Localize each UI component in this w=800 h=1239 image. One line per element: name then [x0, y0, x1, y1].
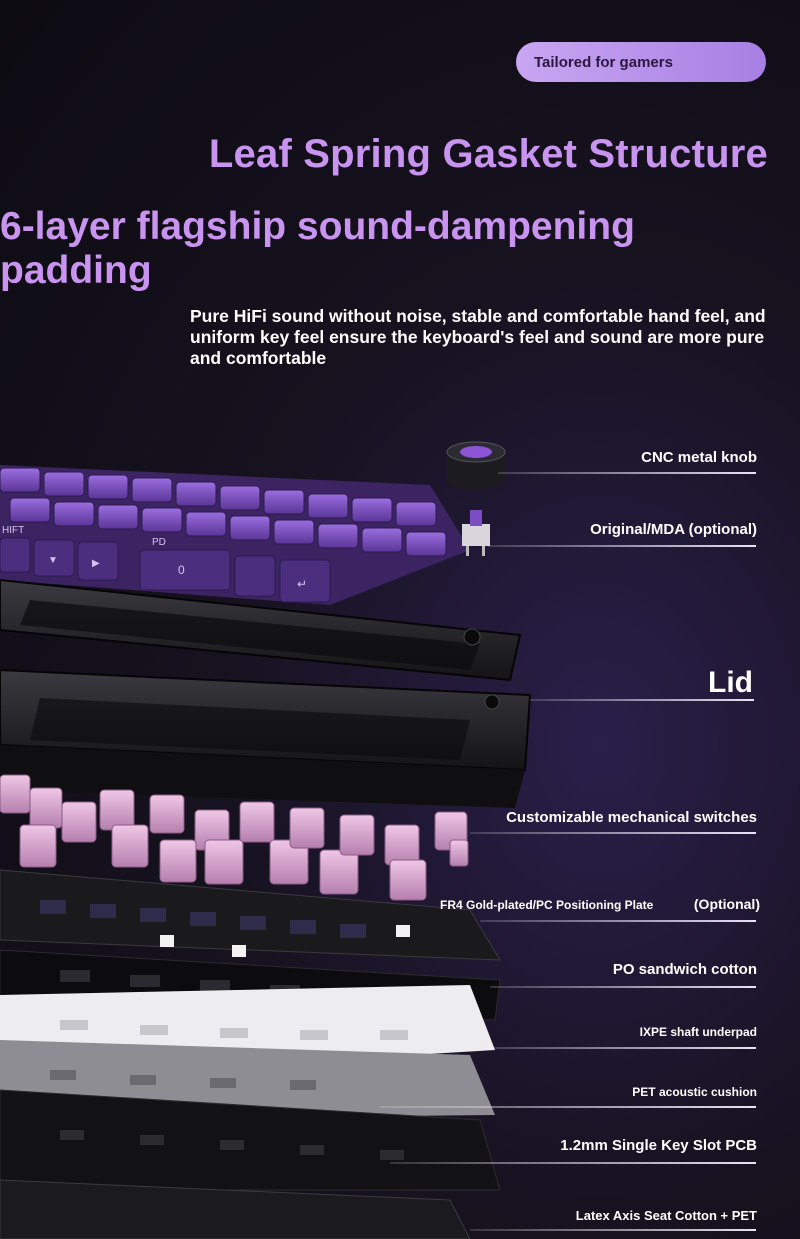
- subheadline: 6-layer flagship sound-dampening padding: [0, 205, 635, 292]
- label-latex: Latex Axis Seat Cotton + PET: [575, 1208, 757, 1223]
- zero-legend: 0: [178, 563, 185, 577]
- leader-po-cotton: [490, 986, 756, 988]
- pd-legend: PD: [152, 537, 166, 548]
- leader-plate: [480, 920, 756, 922]
- leader-knob: [498, 472, 756, 474]
- knob-illustration: [446, 441, 506, 490]
- label-keycaps: Original/MDA (optional): [590, 521, 757, 538]
- label-ixpe: IXPE shaft underpad: [639, 1025, 757, 1039]
- down-legend: ▼: [48, 555, 58, 566]
- right-legend: ▶: [92, 558, 100, 569]
- leader-lid: [530, 699, 754, 701]
- label-pcb: 1.2mm Single Key Slot PCB: [560, 1137, 757, 1154]
- tagline-badge: Tailored for gamers: [516, 42, 766, 82]
- leader-pcb: [390, 1162, 756, 1164]
- label-knob: CNC metal knob: [641, 449, 757, 466]
- label-switches: Customizable mechanical switches: [506, 809, 757, 826]
- label-plate: FR4 Gold-plated/PC Positioning Plate: [440, 898, 654, 912]
- positioning-plate: [0, 869, 501, 961]
- leader-latex: [470, 1229, 756, 1231]
- leader-ixpe: [485, 1047, 756, 1049]
- label-pet: PET acoustic cushion: [632, 1085, 757, 1099]
- switch-detail: [462, 510, 490, 556]
- description: Pure HiFi sound without noise, stable an…: [190, 306, 766, 368]
- switches-layer: [0, 774, 469, 901]
- leader-keycaps: [488, 545, 756, 547]
- label-plate-optional: (Optional): [693, 896, 760, 912]
- enter-legend: ↵: [297, 577, 307, 591]
- label-lid: Lid: [708, 666, 753, 699]
- leader-pet: [380, 1106, 756, 1108]
- keyboard-exploded-illustration: HIFT PD 0 ↵ ▼ ▶: [0, 441, 532, 1239]
- lid-frame: [0, 578, 522, 682]
- lid-case: [0, 668, 532, 808]
- headline: Leaf Spring Gasket Structure: [208, 132, 768, 176]
- label-po-cotton: PO sandwich cotton: [612, 961, 757, 978]
- leader-switches: [470, 832, 756, 834]
- latex-layer: [0, 1179, 471, 1239]
- keycaps-layer: HIFT PD 0 ↵ ▼ ▶: [0, 465, 470, 605]
- pcb-layer: [0, 1089, 501, 1191]
- shift-legend: HIFT: [2, 525, 24, 536]
